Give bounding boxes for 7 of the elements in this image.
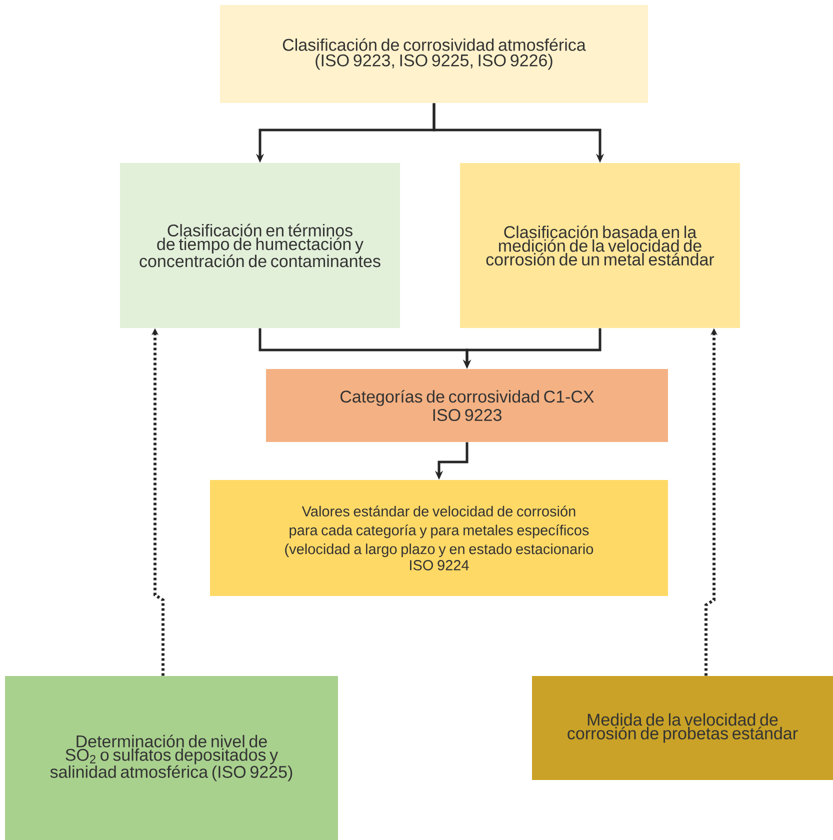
process-box: Clasificación en términos de tiempo de humectación y concentración de contaminantes	[120, 163, 400, 328]
process-box: Valores estándar de velocidad de corrosión para cada categoría y para metales específicos (velocidad a largo plazo y en estado estacionario ISO 9224	[210, 480, 668, 596]
process-box: Determinación de nivel de SO$_{2}$ o sulfatos depositados y salinidad atmosférica (ISO 9225)	[5, 676, 338, 840]
process-box: Medida de la velocidad de corrosión de probetas estándar	[532, 676, 833, 780]
process-box: Categorías de corrosividad C1-CX ISO 9223	[266, 369, 668, 442]
process-box: Clasificación de corrosividad atmosférica (ISO 9223, ISO 9225, ISO 9226)	[220, 5, 648, 103]
process-box: Clasificación basada en la medición de la velocidad de corrosión de un metal estándar	[460, 163, 740, 328]
